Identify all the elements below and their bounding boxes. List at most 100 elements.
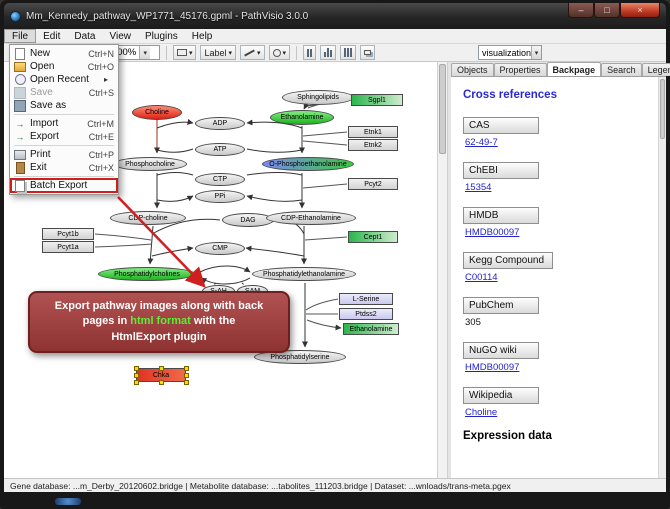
pathway-node-choline[interactable]: Choline [132,105,182,120]
menu-item-shortcut: Ctrl+O [87,61,114,72]
pathway-node-etnk1[interactable]: Etnk1 [348,126,398,138]
canvas-vertical-scrollbar[interactable] [437,62,447,478]
close-button[interactable]: × [620,3,660,18]
pathway-node-sphingolipids[interactable]: Sphingolipids [282,90,354,105]
tab-legend[interactable]: Legend [641,63,670,76]
selection-handle[interactable] [134,366,139,371]
menu-item-shortcut: Ctrl+S [88,87,114,98]
label-tool-text: Label [204,47,227,58]
crossref-id-link[interactable]: 15354 [465,182,492,193]
pathway-node-cdp-ethanolamine[interactable]: CDP-Ethanolamine [266,211,356,225]
crossref-id-link[interactable]: Choline [465,407,498,418]
tab-backpage[interactable]: Backpage [546,62,602,76]
selection-handle[interactable] [184,366,189,371]
file-menu-item-save-as[interactable]: Save as [11,99,117,112]
minimize-button[interactable]: – [568,3,594,18]
pathway-node-l-serine[interactable]: L-Serine [339,293,393,305]
menubar-item-file[interactable]: File [4,29,37,43]
sidebar-vertical-scrollbar[interactable] [658,77,666,478]
line-tool-button[interactable]: ▾ [240,45,265,60]
file-menu-item-open-recent[interactable]: Open Recent▸ [11,73,117,86]
selection-handle[interactable] [159,380,164,385]
selection-handle[interactable] [159,366,164,371]
datanode-tool-button[interactable]: ▾ [172,45,197,60]
pathway-node-ppi[interactable]: PPi [195,190,245,203]
pathway-node-dag[interactable]: DAG [222,213,274,227]
pathway-node-o-phosphoethanolamine[interactable]: O-Phosphoethanolamine [262,157,354,171]
crossref-id: 305 [465,317,481,328]
pathway-node-pcyt1b[interactable]: Pcyt1b [42,228,94,240]
visualization-combobox[interactable]: visualization ▾ [478,45,542,60]
panel-splitter[interactable] [447,62,451,478]
file-menu-item-batch-export[interactable]: Batch Export [10,178,118,193]
pathway-node-pcyt2[interactable]: Pcyt2 [348,178,398,190]
align-vertical-button[interactable] [320,45,337,60]
selection-handle[interactable] [184,373,189,378]
distribute-button[interactable] [340,45,357,60]
scrollbar-thumb[interactable] [660,79,665,139]
pathway-node-ctp[interactable]: CTP [195,173,245,186]
menubar-item-help[interactable]: Help [191,30,213,42]
menu-item-label: Save [30,87,53,98]
pathway-node-ptdss2[interactable]: Ptdss2 [339,308,393,320]
pathway-node-cept1[interactable]: Cept1 [348,231,398,243]
selection-handle[interactable] [184,380,189,385]
line-icon [244,49,255,56]
menubar-item-plugins[interactable]: Plugins [144,30,178,42]
crossref-id-link[interactable]: HMDB00097 [465,362,520,373]
align-horizontal-button[interactable] [303,45,317,60]
tab-properties[interactable]: Properties [493,63,547,76]
pathway-node-chka[interactable]: Chka [134,366,189,385]
print-icon [14,149,26,161]
pathway-node-phosphatidylcholines[interactable]: Phosphatidylcholines [98,267,196,281]
pathway-node-cmp[interactable]: CMP [195,242,245,255]
sidebar-panel: ObjectsPropertiesBackpageSearchLegend Cr… [451,62,670,478]
pathway-node-phosphocholine[interactable]: Phosphocholine [113,157,187,171]
callout-highlight: html format [130,315,191,328]
toolbar-separator [296,45,298,60]
menubar-item-edit[interactable]: Edit [43,30,61,42]
open-folder-icon [14,61,26,73]
stack-button[interactable] [360,45,376,60]
maximize-button[interactable]: □ [594,3,620,18]
crossref-id-link[interactable]: HMDB00097 [465,227,520,238]
callout-line3: HtmlExport plugin [111,330,207,343]
selection-handle[interactable] [134,373,139,378]
label-tool-button[interactable]: Label ▾ [200,45,236,60]
menubar-item-data[interactable]: Data [74,30,96,42]
pathway-node-sgpl1[interactable]: Sgpl1 [351,94,403,106]
pathway-node-atp[interactable]: ATP [195,143,245,156]
chevron-down-icon: ▾ [188,49,193,57]
selection-handle[interactable] [134,380,139,385]
pathway-node-pcyt1a[interactable]: Pcyt1a [42,241,94,253]
tab-search[interactable]: Search [601,63,642,76]
shape-tool-button[interactable]: ▾ [268,45,291,60]
menu-item-shortcut: Ctrl+P [88,149,114,160]
pathway-node-phosphatidylethanolamine[interactable]: Phosphatidylethanolamine [252,267,356,281]
pathway-node-ethanolamine[interactable]: Ethanolamine [270,110,334,125]
stack-icon [364,50,372,55]
file-menu-item-save[interactable]: Save Ctrl+S [11,86,117,99]
zoom-combobox[interactable]: 100% ▾ [107,45,160,60]
pathway-node-etnk2[interactable]: Etnk2 [348,139,398,151]
title-bar[interactable]: Mm_Kennedy_pathway_WP1771_45176.gpml - P… [4,3,666,29]
crossref-id-link[interactable]: 62-49-7 [465,137,498,148]
pathway-node-cdp-choline[interactable]: CDP-choline [110,211,186,225]
crossref-id-link[interactable]: C00114 [465,272,498,283]
tab-objects[interactable]: Objects [451,63,494,76]
menubar-item-view[interactable]: View [109,30,131,42]
pathway-node-phosphatidylserine[interactable]: Phosphatidylserine [254,350,346,364]
pathway-node-ethanolamine[interactable]: Ethanolamine [343,323,399,335]
scrollbar-thumb[interactable] [439,64,446,154]
bottom-frame-accent [55,498,81,505]
pathway-node-adp[interactable]: ADP [195,117,245,130]
